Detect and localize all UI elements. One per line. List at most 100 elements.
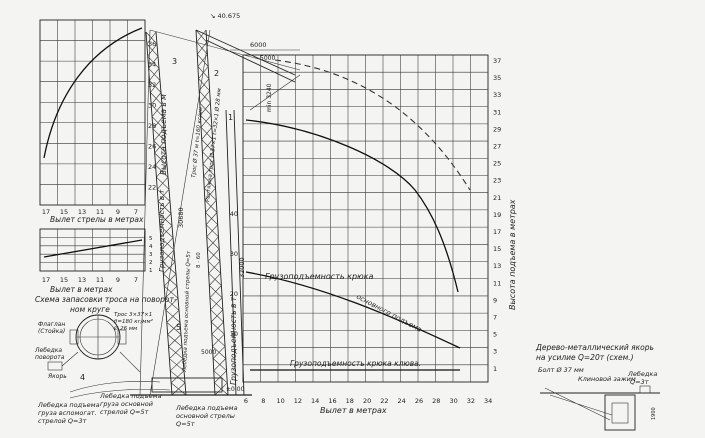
main-right-y-tick: 19 [493,211,501,219]
lattice-brace [207,236,219,250]
mid-left-x-tick: 15 [60,276,68,284]
inner-mast [225,109,245,396]
lattice-brace [163,273,177,287]
lattice-brace [165,297,179,311]
dim-30680: 30680 [177,207,185,228]
top-left-y-tick: 34 [148,61,156,69]
lattice-brace [166,310,180,323]
main-x-tick: 28 [432,397,440,405]
lattice-brace [207,248,220,262]
top-left-y-tick: 32 [148,81,156,89]
main-right-y-tick: 17 [493,228,501,236]
main-right-y-tick: 7 [493,314,497,322]
lattice-brace [170,370,185,384]
main-x-tick: 12 [294,397,302,405]
main-left-y-tick: 30 [230,250,238,258]
mid-left-y-tick: 1 [149,268,153,274]
mid-left-y-tick: 5 [149,236,153,242]
callout-5: 5 [176,323,181,332]
lattice-brace [209,285,222,298]
lattice-brace [211,321,224,335]
top-left-y-axis-label: Высота подъема в м [159,94,168,175]
lattice-brace [162,249,175,263]
main-x-tick: 30 [449,397,457,405]
winch-main-label: Лебедка подъема основной стрелы Q=5т [182,250,192,373]
main-right-y-tick: 31 [493,108,501,116]
winch-boom-label-1: Лебедка подъема [175,404,238,412]
top-left-y-tick: 26 [148,143,156,151]
svg-text:стрелой Q=5т: стрелой Q=5т [100,408,149,416]
anchor-title-line1: Дерево-металлический якорь [535,343,654,352]
main-left-y-tick: 40 [230,210,238,218]
rope-scheme-anchor-label: Якорь [47,373,67,380]
rope-scheme-title-line1: Схема запасовки троса на поворот- [35,295,177,304]
lattice-brace [201,127,213,140]
main-right-y-tick: 21 [493,194,501,202]
main-right-y-tick: 3 [493,348,497,356]
main-left-y-tick: 20 [230,290,238,298]
lattice-brace [202,151,214,165]
top-left-x-tick: 17 [42,208,50,216]
lattice-brace [208,260,221,274]
main-x-tick: 22 [380,397,388,405]
main-right-y-tick: 33 [493,91,501,99]
mid-left-y-tick: 2 [149,260,153,266]
lattice-brace [167,322,181,335]
anchor-title-line2: на усилие Q=20т (схем.) [536,353,634,362]
lattice-brace [199,90,210,104]
anchor-clamp-label: Клиновой зажим [578,375,636,383]
main-right-y-tick: 25 [493,160,501,168]
top-left-y-tick: 24 [148,163,156,171]
dim-6000: 6000 [250,41,267,49]
main-x-tick: 16 [328,397,336,405]
winch-load-label-1: Лебедка подъема [99,392,162,400]
svg-text:б=180 кг/мм²: б=180 кг/мм² [114,318,154,325]
rope-scheme-title-line2: ном круге [70,305,110,314]
main-right-y-tick: 37 [493,57,501,65]
main-x-tick: 6 [244,397,248,405]
main-right-y-tick: 15 [493,245,501,253]
svg-text:1900: 1900 [651,407,657,420]
lattice-brace [158,201,171,214]
lattice-brace [163,261,176,275]
lattice-brace [200,114,212,128]
mid-left-x-axis-label: Вылет в метрах [50,285,113,294]
svg-text:Q=5т: Q=5т [176,420,195,428]
lattice-brace [203,163,215,177]
main-x-tick: 26 [415,397,423,405]
rope-scheme-flag-label: Флаглан [38,321,65,328]
svg-text:Ø 26 мм: Ø 26 мм [113,325,137,332]
lattice-brace [157,177,169,190]
main-x-tick: 20 [363,397,371,405]
lattice-brace [200,102,211,116]
lattice-brace [155,152,167,166]
main-x-axis-label: Вылет в метрах [320,406,387,415]
main-x-tick: 8 [261,397,265,405]
mid-left-y-axis-label: Грузоподъемность в т [158,189,166,272]
callout-2: 2 [214,69,219,78]
lattice-brace [206,224,218,238]
top-left-x-tick: 7 [134,208,138,216]
main-right-y-tick: 13 [493,262,501,270]
svg-text:поворота: поворота [35,354,65,361]
lattice-brace [205,212,218,225]
main-height-curve [245,119,459,293]
top-left-x-tick: 9 [116,208,120,216]
lattice-brace [156,164,168,178]
lattice-brace [169,346,183,359]
main-x-tick: 10 [276,397,284,405]
dim-5000-top: 5000 [260,55,275,62]
mid-left-y-tick: 4 [149,244,153,250]
main-hook-capacity-curve [245,271,461,349]
lattice-brace [168,334,182,347]
top-left-x-tick: 13 [78,208,86,216]
winch-labels: Лебедка подъема груза вспомогат. стрелой… [37,392,238,428]
dim-top: ↘ 40.675 [210,12,240,20]
hook-capacity-label: Грузоподъемность крюка [265,272,374,281]
lattice-brace [154,140,166,154]
lattice-brace [214,370,227,384]
mid-left-capacity-line [43,239,143,258]
top-left-x-tick: 11 [96,208,104,216]
